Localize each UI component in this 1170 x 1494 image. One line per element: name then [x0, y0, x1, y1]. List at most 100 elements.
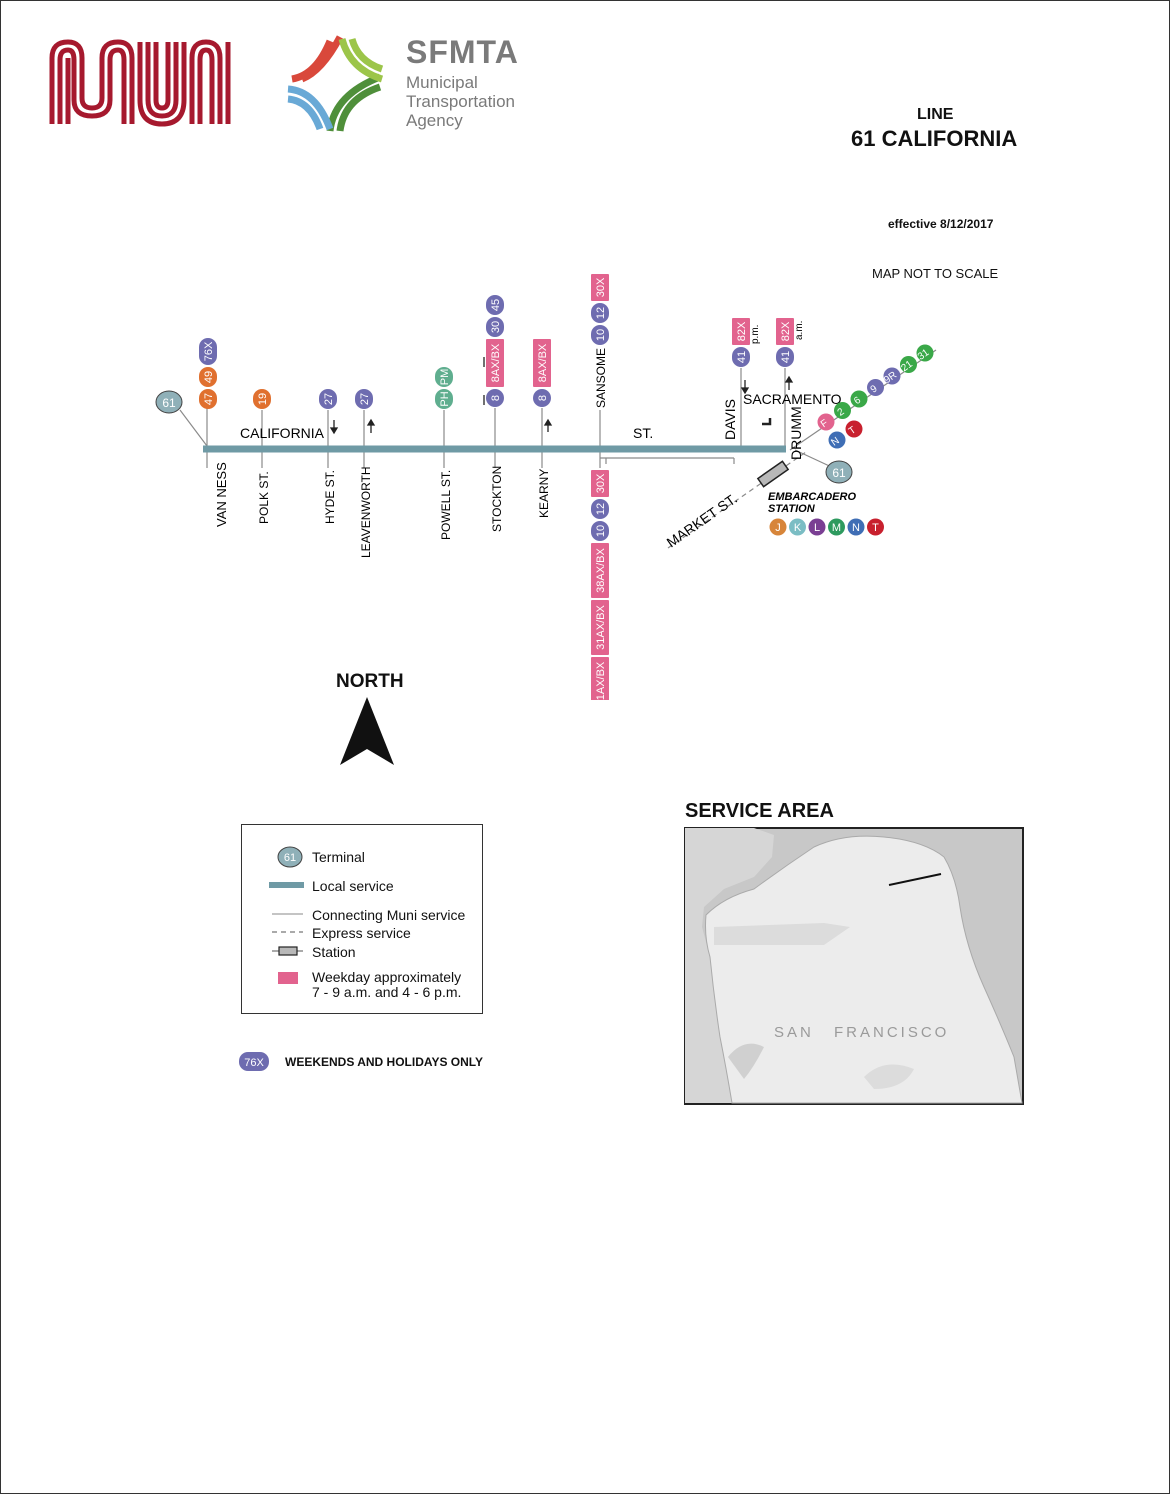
street-label-stockton: STOCKTON [490, 466, 504, 532]
route-badge-sansome_north-2 [591, 274, 609, 301]
route-badge-label-sansome_south-3: 38AX/BX [595, 548, 607, 593]
legend-terminal-icon [277, 846, 303, 868]
route-badge-label-davis-1: 82X [736, 321, 748, 341]
route-badge-sansome_south-4 [591, 600, 609, 655]
market-nt-label-t: T [847, 425, 858, 438]
route-badge-label-sansome_south-0: 30X [595, 473, 607, 493]
route-map: 61 61 CALIFORNIA ST. SACRAMENTO VAN NESS… [155, 274, 937, 700]
line-61-route-mark [888, 873, 942, 886]
route-badge-stockton-1 [486, 339, 504, 387]
market-badge-4 [883, 367, 901, 385]
station-line-label-m: M [832, 522, 841, 534]
route-badge-label-stockton-1: 8AX/BX [490, 343, 502, 382]
route-badge-davis-1 [732, 318, 750, 345]
route-badge-polk-0 [253, 389, 271, 409]
route-badge-label-vanness-1: 49 [203, 371, 215, 383]
route-badge-label-vanness-0: 47 [203, 393, 215, 405]
route-badge-label-vanness-2: 76X [203, 341, 215, 361]
station-line-badge-k [789, 518, 806, 536]
route-badge-sansome_north-0 [591, 325, 609, 345]
station-line-badge-l [808, 518, 826, 536]
service-area-ocean [685, 828, 774, 1103]
station-line-badge-m [828, 518, 845, 536]
street-label-powell: POWELL ST. [439, 470, 453, 540]
route-badge-label-stockton-2: 30 [490, 321, 502, 333]
market-nt-badge-t [845, 420, 863, 438]
route-badge-sansome_south-1 [591, 499, 609, 519]
route-badge-label-stockton-0: 8 [490, 395, 502, 401]
route-badge-stockton-2 [486, 317, 504, 337]
agency-sub-line-1: Municipal [406, 73, 478, 92]
market-st-line [667, 451, 807, 549]
route-badge-sansome_north-1 [591, 303, 609, 323]
drumm-am-note: a.m. [794, 321, 805, 340]
route-badge-kearny-0 [533, 389, 551, 407]
street-label-van-ness: VAN NESS [214, 462, 229, 527]
route-badge-label-sansome_south-4: 31AX/BX [595, 605, 607, 650]
route-badge-label-sansome_north-0: 10 [595, 329, 607, 341]
mclaren-park [864, 1064, 914, 1089]
legend-weekday-label-1: Weekday approximately [312, 969, 462, 985]
route-badge-label-leavenworth-0: 27 [359, 393, 371, 405]
route-badge-drumm-1 [776, 318, 794, 345]
weekend-badge-label: 76X [244, 1057, 264, 1069]
sfmta-logo-mark [287, 35, 384, 132]
route-badge-stockton-0 [486, 389, 504, 407]
station-line-badge-n [847, 518, 865, 536]
route-badge-label-powell-0: PH [439, 391, 451, 406]
route-badge-sansome_south-2 [591, 521, 609, 541]
agency-sub-line-3: Agency [406, 111, 463, 130]
route-badge-label-kearny-0: 8 [537, 395, 549, 401]
route-badge-hyde-0 [319, 389, 337, 409]
route-badge-vanness-2 [199, 338, 217, 365]
street-label-sacramento: SACRAMENTO [743, 391, 842, 407]
street-label-market: MARKET ST. [664, 490, 741, 550]
legend-express-label: Express service [312, 925, 411, 941]
direction-arrows [329, 357, 794, 435]
route-badge-vanness-1 [199, 367, 217, 387]
street-label-drumm: DRUMM [788, 406, 804, 460]
muni-logo [49, 39, 231, 127]
station-line-label-l: L [814, 522, 820, 534]
effective-date: effective 8/12/2017 [888, 217, 994, 231]
legend-station-label: Station [312, 944, 356, 960]
route-badge-drumm-0 [776, 347, 794, 367]
legend-terminal-label: Terminal [312, 849, 365, 865]
line-title: 61 CALIFORNIA [851, 126, 1018, 151]
station-line-badge-j [769, 518, 787, 536]
street-label-davis: DAVIS [722, 399, 738, 440]
route-badge-label-drumm-0: 41 [780, 351, 792, 363]
street-label-kearny: KEARNY [537, 469, 551, 518]
agency-subtitle: Municipal Transportation Agency [406, 73, 515, 130]
weekend-note: WEEKENDS AND HOLIDAYS ONLY [285, 1055, 484, 1069]
route-badge-label-sansome_north-1: 12 [595, 307, 607, 319]
weekend-badge: 76X [239, 1052, 269, 1071]
legend-weekday-label-2: 7 - 9 a.m. and 4 - 6 p.m. [312, 984, 462, 1000]
route-badge-stockton-3 [486, 295, 504, 315]
line-label: LINE [917, 106, 954, 123]
station-line-label-j: J [775, 522, 781, 534]
market-badge-label-3: 9 [869, 383, 880, 395]
street-label-sansome: SANSOME [594, 348, 608, 408]
street-label-st: ST. [633, 425, 653, 441]
market-badge-0 [817, 413, 835, 431]
station-name-line-1: EMBARCADERO [768, 491, 856, 503]
route-badge-label-stockton-3: 45 [490, 299, 502, 311]
legend-station-icon [278, 946, 298, 956]
route-badge-sansome_south-3 [591, 543, 609, 598]
service-area-map: SAN FRANCISCO [684, 827, 1024, 1105]
legend-symbols: 61 [269, 846, 304, 984]
terminal-west-label: 61 [162, 396, 176, 410]
north-label: NORTH [336, 671, 404, 692]
north-arrow-icon [340, 697, 394, 765]
route-badge-powell-1 [435, 367, 453, 387]
station-line-label-t: T [872, 522, 879, 534]
market-badge-1 [834, 402, 851, 419]
market-badge-label-1: 2 [836, 406, 847, 418]
terminal-east: 61 [825, 460, 853, 484]
agency-name: SFMTA [406, 34, 519, 70]
route-badge-vanness-0 [199, 389, 217, 409]
route-badge-label-hyde-0: 27 [323, 393, 335, 405]
lake-merced [728, 1043, 764, 1079]
